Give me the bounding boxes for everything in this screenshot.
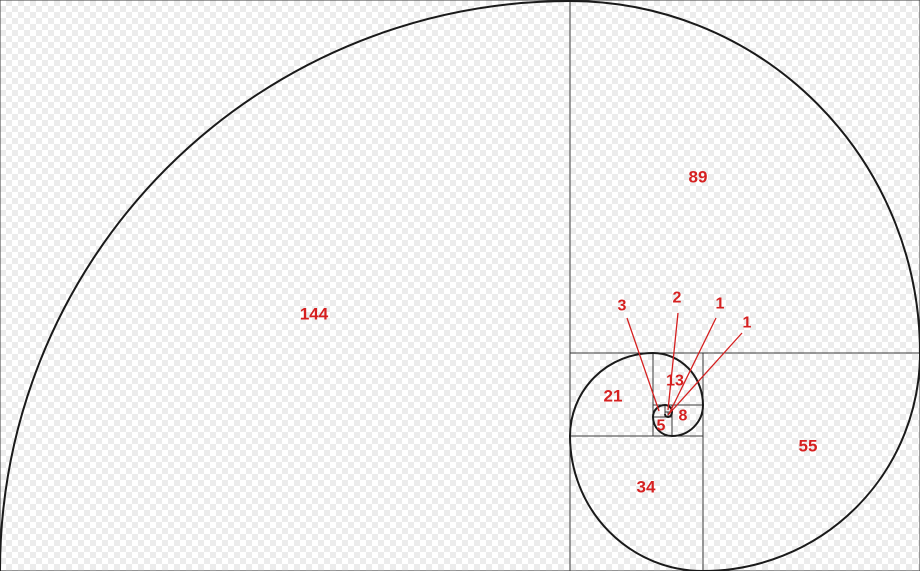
spiral-arc-5 <box>652 416 673 437</box>
label-8: 8 <box>679 408 688 425</box>
label-34: 34 <box>637 478 656 497</box>
spiral-arc-34 <box>569 435 704 571</box>
leader-line-3 <box>626 317 660 412</box>
label-5: 5 <box>657 418 666 435</box>
label-89: 89 <box>689 168 708 187</box>
spiral-arc-1b <box>664 413 669 418</box>
label-55: 55 <box>799 437 818 456</box>
label-144: 144 <box>300 305 329 324</box>
label-21: 21 <box>604 387 623 406</box>
spiral-arc-2 <box>664 404 673 413</box>
label-2: 2 <box>673 290 682 307</box>
spiral-arc-144 <box>0 0 571 571</box>
leader-line-2 <box>667 312 679 411</box>
spiral-arc-13 <box>652 352 704 406</box>
spiral-arc-21 <box>569 352 654 437</box>
label-1a: 1 <box>716 296 725 313</box>
label-13: 13 <box>666 373 684 390</box>
leader-line-1b <box>667 332 743 416</box>
spiral-arc-3 <box>652 404 666 418</box>
spiral-arc-89 <box>569 0 920 354</box>
square-34 <box>569 435 704 571</box>
spiral-arc-55 <box>702 352 920 571</box>
square-144 <box>0 0 571 571</box>
leader-line-1a <box>668 317 717 415</box>
square-55 <box>702 352 920 571</box>
label-1b: 1 <box>743 315 752 332</box>
spiral-arc-8 <box>671 404 704 437</box>
spiral-arc-1a <box>667 411 673 418</box>
label-3: 3 <box>618 298 627 315</box>
